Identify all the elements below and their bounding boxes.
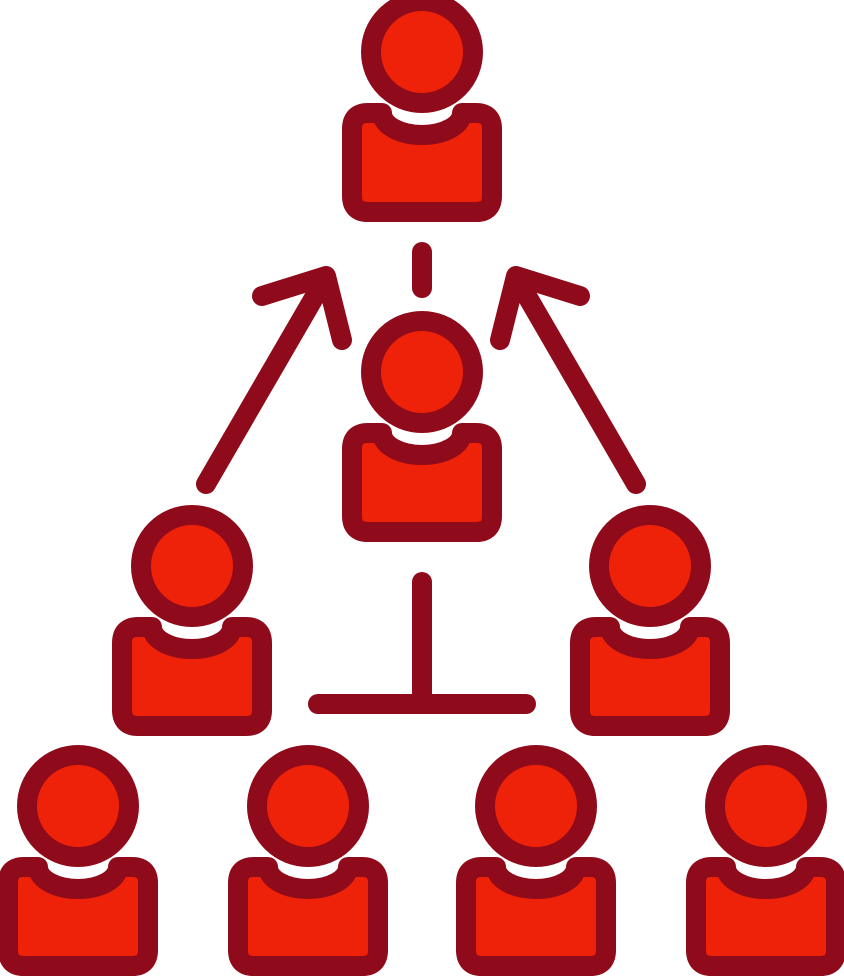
person-head	[131, 505, 253, 627]
person-bottom-2	[228, 745, 388, 976]
person-bottom-3	[456, 745, 616, 976]
right-arrowhead	[490, 266, 590, 350]
person-middle	[342, 311, 502, 542]
person-bottom-4	[686, 745, 844, 976]
person-head	[247, 745, 369, 867]
right-arrow-shaft	[510, 274, 646, 494]
person-body	[456, 857, 616, 976]
connectors	[196, 242, 646, 714]
person-body	[686, 857, 844, 976]
person-body	[342, 103, 502, 222]
left-arrow-shaft	[196, 274, 332, 494]
person-head	[17, 745, 139, 867]
person-head	[361, 311, 483, 433]
person-right	[570, 505, 730, 736]
person-body	[228, 857, 388, 976]
person-body	[112, 617, 272, 736]
person-bottom-1	[0, 745, 158, 976]
person-head	[589, 505, 711, 627]
person-body	[0, 857, 158, 976]
person-body	[570, 617, 730, 736]
person-body	[342, 423, 502, 542]
left-arrowhead	[252, 266, 352, 350]
person-head	[705, 745, 827, 867]
person-head	[361, 0, 483, 113]
person-top	[342, 0, 502, 222]
person-head	[475, 745, 597, 867]
person-left	[112, 505, 272, 736]
